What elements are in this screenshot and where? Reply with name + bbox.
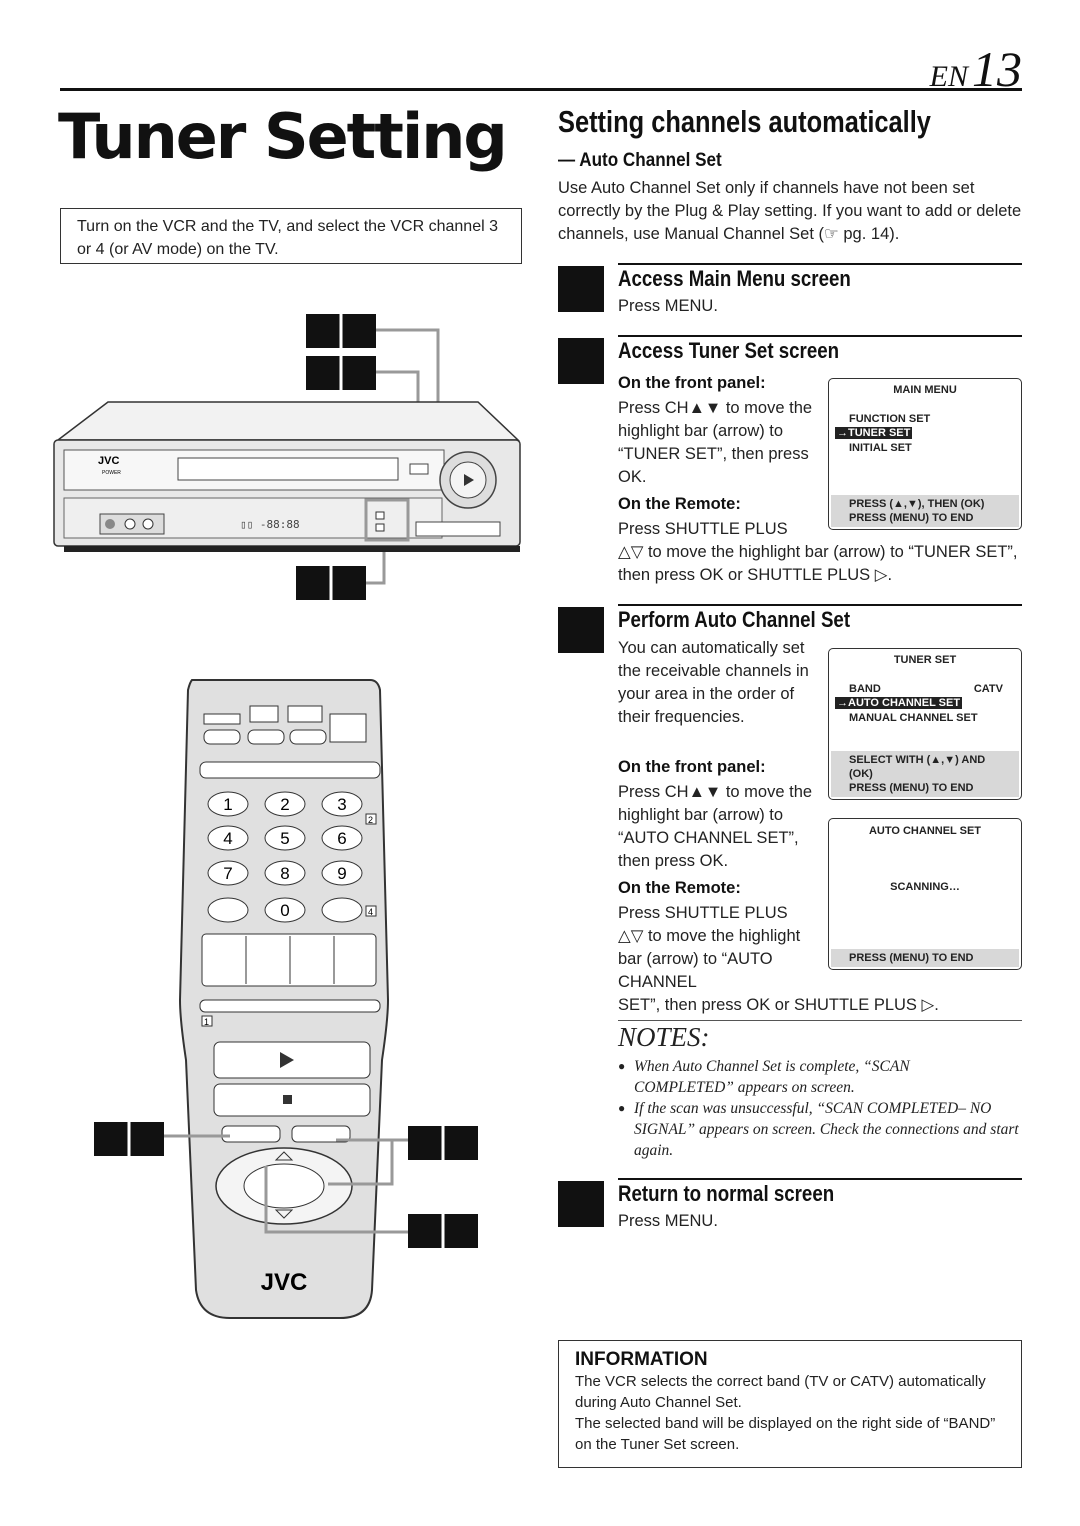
svg-text:6: 6 [337,829,346,848]
osd-tuner-set: TUNER SET BAND CATV →AUTO CHANNEL SET MA… [828,648,1022,800]
vcr-remote-illustration: JVC POWER ▯▯ -88:88 1 2 3 4 5 6 7 8 9 0 … [53,314,521,1319]
osd-footer: SELECT WITH (▲,▼) AND (OK) PRESS (MENU) … [831,751,1019,797]
section-subtitle: — Auto Channel Set [558,150,722,171]
step-3-remote-text-b: SET”, then press OK or SHUTTLE PLUS ▷. [618,996,939,1014]
note-item: ● If the scan was unsuccessful, “SCAN CO… [618,1100,1019,1159]
information-box: INFORMATION The VCR selects the correct … [558,1340,1022,1468]
svg-text:9: 9 [337,864,346,883]
step-1-marker [558,266,604,312]
step-1-title: Access Main Menu screen [618,266,851,291]
step-4-title: Return to normal screen [618,1181,835,1206]
svg-text:1: 1 [204,1017,209,1027]
svg-text:2: 2 [280,795,289,814]
section-description: Use Auto Channel Set only if channels ha… [558,179,1022,243]
step-4-text: Press MENU. [618,1212,718,1230]
step-1-text: Press MENU. [618,297,718,315]
step-3-intro: You can automatically set the receivable… [618,639,809,726]
svg-text:▯▯ -88:88: ▯▯ -88:88 [240,518,300,531]
step-2-marker [558,338,604,384]
step-rule [618,263,1022,265]
osd-main-menu: MAIN MENU FUNCTION SET →TUNER SET INITIA… [828,378,1022,530]
svg-text:0: 0 [280,901,289,920]
step-3-front-text: Press CH▲▼ to move the highlight bar (ar… [618,783,813,870]
step-3-remote-label: On the Remote: [618,879,741,897]
vcr-brand: JVC [98,455,119,467]
step-3-remote-text-a: Press SHUTTLE PLUS △▽ to move the highli… [618,904,801,991]
osd-footer: PRESS (MENU) TO END [831,949,1019,967]
step-rule [618,1178,1022,1180]
remote-brand: JVC [261,1269,308,1296]
information-line: The VCR selects the correct band (TV or … [575,1373,986,1411]
svg-text:4: 4 [368,907,373,917]
svg-text:2: 2 [368,815,373,825]
step-3-front-label: On the front panel: [618,758,766,776]
osd-footer: PRESS (▲,▼), THEN (OK) PRESS (MENU) TO E… [831,495,1019,527]
step-3-title: Perform Auto Channel Set [618,607,851,632]
svg-text:7: 7 [223,864,232,883]
note-item: ● When Auto Channel Set is complete, “SC… [618,1058,910,1096]
svg-text:8: 8 [280,864,289,883]
svg-text:POWER: POWER [102,470,121,476]
step-rule [618,604,1022,606]
step-3-marker [558,607,604,653]
step-rule [618,335,1022,337]
svg-text:3: 3 [337,795,346,814]
page-number: EN 13 [929,41,1022,97]
section-title: Setting channels automatically [558,104,931,139]
page-title: Tuner Setting [58,100,508,173]
osd-auto-channel-set: AUTO CHANNEL SET SCANNING… PRESS (MENU) … [828,818,1022,970]
step-2-front-text: Press CH▲▼ to move the highlight bar (ar… [618,399,813,486]
step-4-marker [558,1181,604,1227]
step-2-front-label: On the front panel: [618,374,766,392]
header-rule [60,88,1022,91]
svg-text:1: 1 [223,795,232,814]
step-2-remote-label: On the Remote: [618,495,741,513]
step-2-remote-text-b: △▽ to move the highlight bar (arrow) to … [618,543,1018,584]
information-title: INFORMATION [575,1349,708,1370]
step-2-remote-text-a: Press SHUTTLE PLUS [618,520,788,538]
svg-text:5: 5 [280,829,289,848]
intro-box: Turn on the VCR and the TV, and select t… [60,208,522,264]
svg-text:4: 4 [223,829,232,848]
information-line: The selected band will be displayed on t… [575,1415,996,1453]
notes-title: NOTES: [618,1022,710,1052]
notes-rule [618,1020,1022,1021]
step-2-title: Access Tuner Set screen [618,338,840,363]
